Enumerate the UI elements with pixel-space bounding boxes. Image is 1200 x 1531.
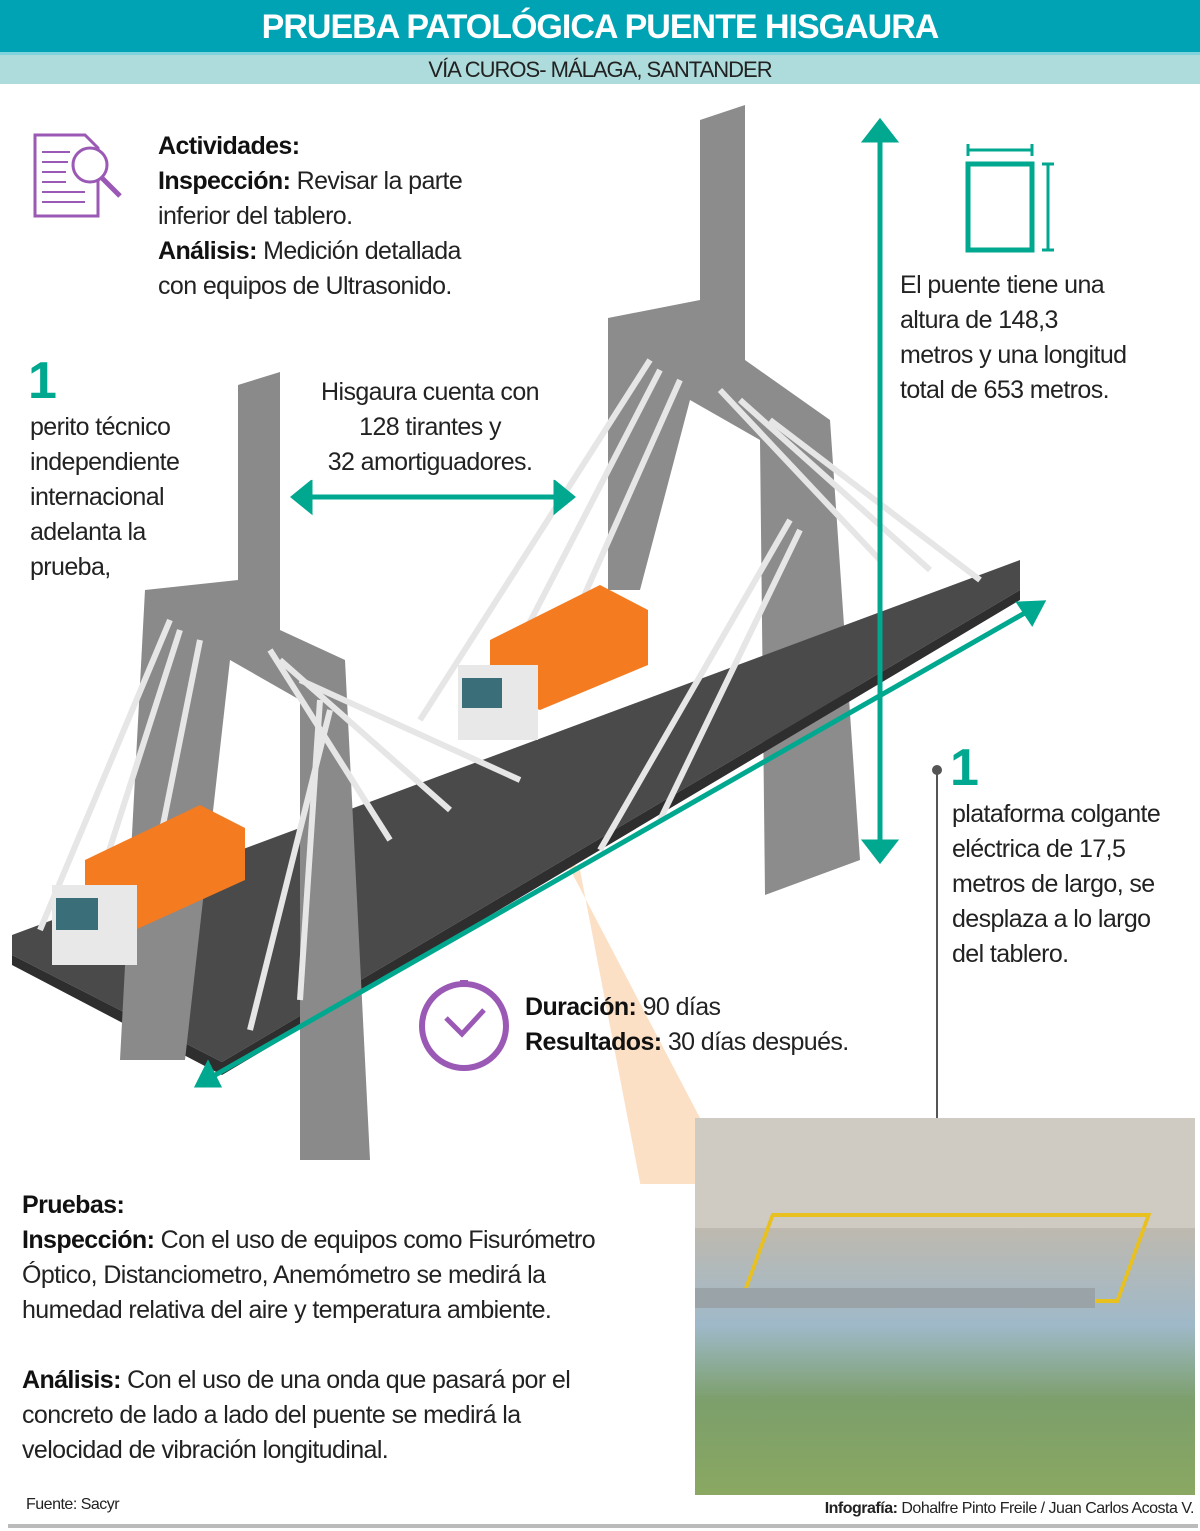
line: Con el uso de una onda que pasará por el	[120, 1366, 571, 1394]
front-pylon	[120, 372, 370, 1160]
results-label: Resultados:	[525, 1028, 662, 1056]
credit-names: Dohalfre Pinto Freile / Juan Carlos Acos…	[897, 1500, 1194, 1517]
clock-icon	[419, 980, 509, 1071]
document-search-icon	[33, 133, 122, 218]
inspection-label: Inspección:	[158, 167, 291, 195]
tests-block: Pruebas: Inspección: Con el uso de equip…	[22, 1188, 596, 1468]
platform-count: 1	[950, 739, 979, 797]
results-value: 30 días después.	[661, 1028, 849, 1056]
inspection-text: Revisar la parte	[290, 167, 463, 195]
line: metros y una longitud	[900, 341, 1127, 369]
inspection-text-2: inferior del tablero.	[158, 202, 353, 230]
tests-inspection-label: Inspección:	[22, 1226, 155, 1254]
line: eléctrica de 17,5	[952, 835, 1126, 863]
source: Fuente: Sacyr	[26, 1496, 120, 1513]
line: perito técnico	[30, 413, 171, 441]
footer-divider	[8, 1524, 1198, 1528]
dimension-arrows	[193, 117, 1047, 1088]
line: 128 tirantes y	[359, 413, 501, 441]
truck-front	[52, 805, 245, 965]
cables-text: Hisgaura cuenta con 128 tirantes y 32 amor…	[290, 375, 570, 480]
dimensions-icon	[965, 144, 1054, 253]
timing-text: Duración: 90 días Resultados: 30 días de…	[525, 990, 849, 1060]
line: adelanta la	[30, 518, 146, 546]
credit-label: Infografía:	[824, 1500, 898, 1517]
line: independiente	[30, 448, 180, 476]
platform-text: plataforma colgante eléctrica de 17,5 metr…	[952, 797, 1161, 972]
page-subtitle: VÍA CUROS- MÁLAGA, SANTANDER	[0, 52, 1200, 84]
line: velocidad de vibración longitudinal.	[22, 1436, 389, 1464]
expert-count: 1	[28, 352, 57, 410]
line: internacional	[30, 483, 165, 511]
duration-value: 90 días	[636, 993, 721, 1021]
line: concreto de lado a lado del puente se me…	[22, 1401, 521, 1429]
analysis-text: Medición detallada	[256, 237, 461, 265]
line: metros de largo, se	[952, 870, 1155, 898]
tests-heading: Pruebas:	[22, 1191, 125, 1219]
line: Con el uso de equipos como Fisurómetro	[154, 1226, 596, 1254]
activities-heading: Actividades:	[158, 132, 300, 160]
line: El puente tiene una	[900, 271, 1105, 299]
line: Óptico, Distanciometro, Anemómetro se me…	[22, 1261, 546, 1289]
line: Hisgaura cuenta con	[321, 378, 540, 406]
line: plataforma colgante	[952, 800, 1161, 828]
duration-label: Duración:	[525, 993, 637, 1021]
activities-block: Actividades: Inspección: Revisar la part…	[158, 129, 463, 304]
bridge-illustration	[12, 105, 1195, 1184]
credits: Infografía: Dohalfre Pinto Freile / Juan…	[824, 1500, 1195, 1518]
line: altura de 148,3	[900, 306, 1058, 334]
line: humedad relativa del aire y temperatura …	[22, 1296, 552, 1324]
line: total de 653 metros.	[900, 376, 1110, 404]
tests-analysis-label: Análisis:	[22, 1366, 121, 1394]
line: 32 amortiguadores.	[327, 448, 533, 476]
platform-photo	[695, 1118, 1195, 1495]
truck-back	[458, 585, 648, 740]
page-title: PRUEBA PATOLÓGICA PUENTE HISGAURA	[0, 0, 1200, 52]
analysis-text-2: con equipos de Ultrasonido.	[158, 272, 452, 300]
line: desplaza a lo largo	[952, 905, 1151, 933]
dimensions-text: El puente tiene una altura de 148,3 metros…	[900, 268, 1127, 408]
expert-text: perito técnico independiente internacional…	[30, 410, 180, 585]
analysis-label: Análisis:	[158, 237, 257, 265]
line: del tablero.	[952, 940, 1069, 968]
bridge-deck	[12, 560, 1020, 1062]
line: prueba,	[30, 553, 111, 581]
